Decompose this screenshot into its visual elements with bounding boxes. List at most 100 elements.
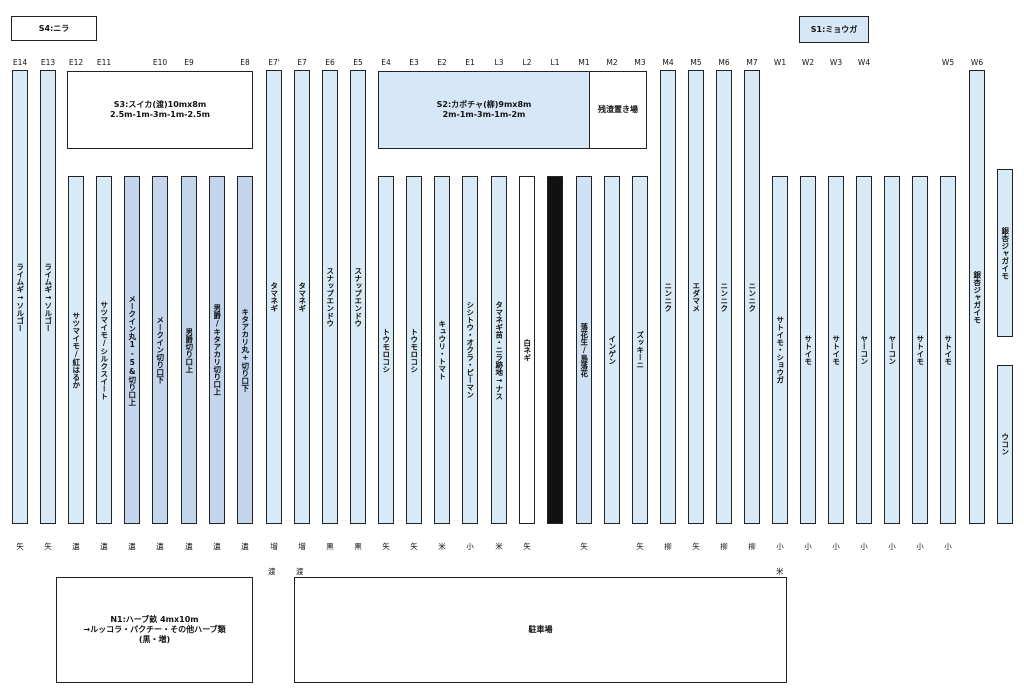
plot-n1: N1:ハーブ畝 4mx10m →ルッコラ・パクチー・その他ハーブ類 (黒・増) <box>56 577 253 683</box>
column-code: E7' <box>268 58 280 67</box>
column-code: M3 <box>634 58 646 67</box>
column-code: E1 <box>465 58 475 67</box>
bed-label: ニンニク <box>663 282 673 312</box>
bed-mark: 矢 <box>382 542 390 551</box>
column-code: E4 <box>381 58 391 67</box>
bed-label: エダマメ <box>691 282 701 312</box>
bed-strip: サツマイモ/紅はるか <box>68 176 84 524</box>
bed-strip: スナップエンドウ <box>350 70 366 524</box>
bed-strip: キュウリ・トマト <box>434 176 450 524</box>
bed-mark: 小 <box>832 542 840 551</box>
lower-mark-c: 米 <box>776 567 784 576</box>
bed-label: 落花生/島落花 <box>579 323 589 377</box>
bed-strip: 落花生/島落花 <box>576 176 592 524</box>
bed-label: トウモロコシ <box>381 327 391 373</box>
bed-strip: スナップエンドウ <box>322 70 338 524</box>
plot-s2-text: S2:カボチャ(柳)9mx8m 2m-1m-3m-1m-2m <box>436 100 532 119</box>
bed-label: サトイモ <box>943 335 953 365</box>
bed-label: 男爵切り口上 <box>184 327 194 373</box>
bed-strip: キタアカリ丸+切り口下 <box>237 176 253 524</box>
bed-mark: 遺 <box>241 542 249 551</box>
bed-mark: 小 <box>944 542 952 551</box>
column-code: E10 <box>152 58 168 67</box>
s4-label: S4:ニラ <box>11 16 97 41</box>
bed-strip: メークイン切り口下 <box>152 176 168 524</box>
bed-mark: 矢 <box>44 542 52 551</box>
bed-label: ニンニク <box>747 282 757 312</box>
bed-strip: 白ネギ <box>519 176 535 524</box>
plot-s2: S2:カボチャ(柳)9mx8m 2m-1m-3m-1m-2m <box>378 71 590 149</box>
bed-strip: ニンニク <box>744 70 760 524</box>
bed-mark: 柳 <box>748 542 756 551</box>
bed-mark: 小 <box>916 542 924 551</box>
bed-mark: 増 <box>298 542 306 551</box>
plot-s3: S3:スイカ(渡)10mx8m 2.5m-1m-3m-1m-2.5m <box>67 71 253 149</box>
bed-label: ズッキーニ <box>635 331 645 369</box>
bed-label: キタアカリ丸+切り口下 <box>240 308 250 392</box>
bed-strip: タマネギ <box>266 70 282 524</box>
s1-label: S1:ミョウガ <box>799 16 869 43</box>
column-code: M6 <box>718 58 730 67</box>
bed-mark: 矢 <box>636 542 644 551</box>
bed-mark: 矢 <box>16 542 24 551</box>
bed-strip: ライムギ→ソルゴー <box>40 70 56 524</box>
bed-strip: タマネギ <box>294 70 310 524</box>
bed-label: インゲン <box>607 335 617 365</box>
column-code: M4 <box>662 58 674 67</box>
column-code: W3 <box>829 58 843 67</box>
bed-strip: 男爵切り口上 <box>181 176 197 524</box>
bed-strip: メークイン丸1-5&切り口上 <box>124 176 140 524</box>
bed-strip: ニンニク <box>660 70 676 524</box>
bed-label: 男爵/キタアカリ切り口上 <box>212 304 222 396</box>
bed-label: キュウリ・トマト <box>437 320 447 380</box>
bed-strip: ヤーコン <box>884 176 900 524</box>
bed-strip: サトイモ・ショウガ <box>772 176 788 524</box>
parking-area: 駐車場 <box>294 577 787 683</box>
column-code: E7 <box>297 58 307 67</box>
bed-label: メークイン切り口下 <box>155 316 165 384</box>
column-code: E13 <box>40 58 56 67</box>
bed-mark: 矢 <box>580 542 588 551</box>
parking-area-text: 駐車場 <box>528 625 553 634</box>
column-code: L2 <box>522 58 532 67</box>
bed-label: サツマイモ/紅はるか <box>71 311 81 389</box>
bed-strip: ヤーコン <box>856 176 872 524</box>
column-code: E12 <box>68 58 84 67</box>
bed-strip: サトイモ <box>800 176 816 524</box>
column-code: E9 <box>184 58 194 67</box>
bed-mark: 矢 <box>410 542 418 551</box>
bed-label: ヤーコン <box>887 335 897 365</box>
column-code: M7 <box>746 58 758 67</box>
bed-strip: トウモロコシ <box>378 176 394 524</box>
bed-strip <box>547 176 563 524</box>
bed-mark: 矢 <box>692 542 700 551</box>
column-code: W4 <box>857 58 871 67</box>
bed-label: サトイモ <box>831 335 841 365</box>
bed-label: スナップエンドウ <box>325 267 335 327</box>
bed-label: サトイモ <box>803 335 813 365</box>
bed-mark: 遺 <box>185 542 193 551</box>
right-block-lower-text: ウコン <box>1000 433 1010 456</box>
column-code: E11 <box>96 58 112 67</box>
bed-label: ヤーコン <box>859 335 869 365</box>
lower-mark-b: 渡 <box>296 567 304 576</box>
bed-strip: サツマイモ/シルクスイート <box>96 176 112 524</box>
s1-label-text: S1:ミョウガ <box>810 24 858 34</box>
column-code: W2 <box>801 58 815 67</box>
right-block-upper-text: 銀杏ジャガイモ <box>1000 226 1010 280</box>
column-code: E3 <box>409 58 419 67</box>
right-block-lower: ウコン <box>997 365 1013 524</box>
bed-mark: 小 <box>776 542 784 551</box>
bed-mark: 矢 <box>523 542 531 551</box>
column-code: W6 <box>970 58 984 67</box>
column-code: E8 <box>240 58 250 67</box>
bed-mark: 米 <box>495 542 503 551</box>
column-code: M5 <box>690 58 702 67</box>
compost-area: 残渣置き場 <box>589 71 647 149</box>
bed-mark: 遺 <box>213 542 221 551</box>
bed-strip: インゲン <box>604 176 620 524</box>
column-code: E6 <box>325 58 335 67</box>
bed-label: シシトウ・オクラ・ピーマン <box>465 301 475 399</box>
bed-mark: 遺 <box>128 542 136 551</box>
column-code: E14 <box>12 58 28 67</box>
